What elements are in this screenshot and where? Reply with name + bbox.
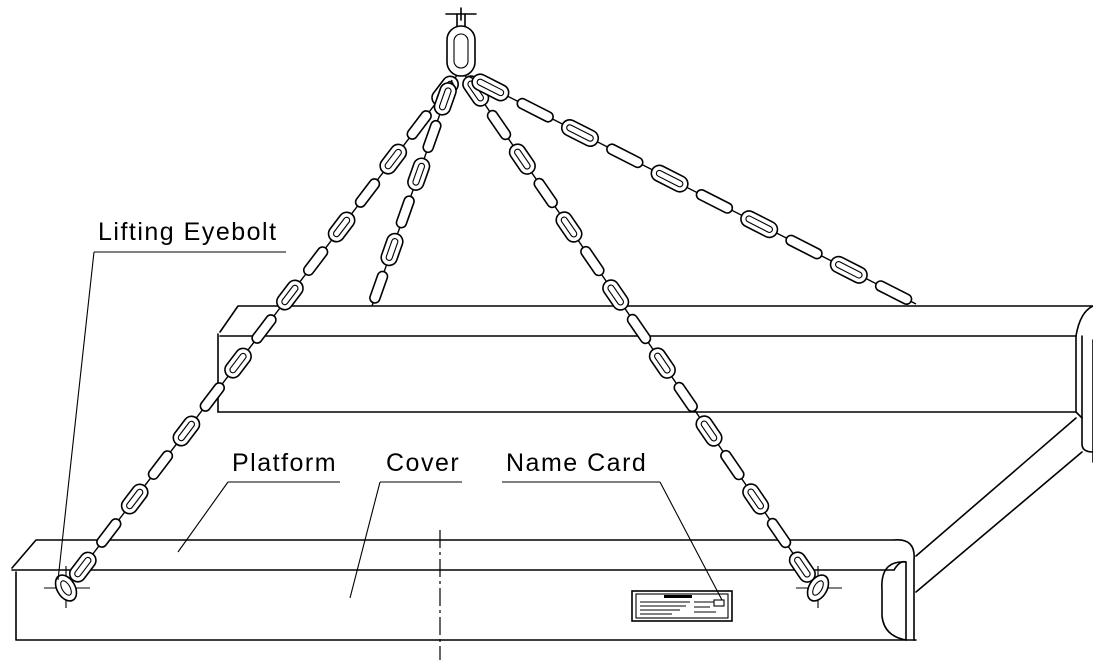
chain-link-inner <box>384 148 402 170</box>
chain-link <box>580 245 605 277</box>
chain-link <box>673 381 698 413</box>
chain-link <box>508 143 536 175</box>
label-lifting-eyebolt: Lifting Eyebolt <box>57 218 286 581</box>
chain-link <box>626 313 652 345</box>
chain-link <box>68 551 97 583</box>
chain-link-inner <box>412 162 426 186</box>
hook-shackle <box>445 7 477 77</box>
chain-link <box>379 143 408 175</box>
chain-link <box>742 483 770 515</box>
chain-link <box>433 82 457 116</box>
chain-link <box>766 517 792 549</box>
svg-text:Lifting Eyebolt: Lifting Eyebolt <box>98 218 278 246</box>
chain-link <box>354 178 381 208</box>
label-name-card: Name Card <box>502 449 723 601</box>
chain-link <box>380 232 404 267</box>
chain-link-inner <box>476 78 505 97</box>
chain-link-inner <box>655 169 684 188</box>
chain-link-inner <box>177 420 196 442</box>
chain-link <box>96 518 122 548</box>
chain-link-inner <box>654 352 671 374</box>
label-cover: Cover <box>349 449 462 599</box>
chain-link-inner <box>385 238 399 261</box>
label-platform: Platform <box>177 449 340 553</box>
chain-link <box>695 189 734 214</box>
chain-link-inner <box>281 284 299 306</box>
chain-wire <box>371 79 453 307</box>
chain-link <box>406 110 432 140</box>
chain-link-inner <box>126 488 144 510</box>
chain-link <box>533 177 558 209</box>
chain-link-inner <box>514 148 531 170</box>
chain-link-inner <box>74 556 92 578</box>
chain-link-inner <box>332 216 351 238</box>
svg-text:Cover: Cover <box>386 449 460 477</box>
chain-link-inner <box>745 215 773 233</box>
chain-link <box>648 347 676 379</box>
chain-link <box>560 118 600 148</box>
chain-link <box>695 415 723 447</box>
chain-link <box>407 157 431 191</box>
rear-platform <box>217 305 1093 593</box>
chain-link-inner <box>835 261 863 279</box>
chain-link <box>874 280 913 305</box>
chain-link <box>720 449 745 481</box>
chain-link <box>327 211 356 243</box>
chain-link <box>555 211 583 243</box>
chain-link <box>650 164 689 193</box>
chain-link <box>785 234 823 260</box>
chain-link <box>302 246 329 276</box>
chain-link <box>516 97 554 123</box>
chain-rear-right <box>467 73 917 305</box>
chain-link <box>602 279 630 311</box>
chain-link <box>147 450 174 480</box>
chain-link <box>606 143 644 169</box>
chain-link-inner <box>438 87 452 111</box>
chain-link <box>422 119 442 154</box>
chain-link <box>276 279 304 311</box>
chain-link <box>829 255 868 284</box>
chain-link-inner <box>700 420 718 442</box>
svg-text:Name Card: Name Card <box>506 449 647 477</box>
chain-link-inner <box>747 488 765 510</box>
chain-link <box>486 109 512 141</box>
chain-link <box>395 195 415 229</box>
chain-link <box>369 270 389 304</box>
name-card-plate <box>631 590 733 622</box>
chain-link <box>471 73 510 102</box>
chain-front-left <box>68 73 459 585</box>
lifting-chains <box>68 73 917 585</box>
chain-link <box>224 347 252 379</box>
eyebolt-right <box>796 566 842 608</box>
chain-link <box>199 382 226 412</box>
chain-link <box>251 314 277 344</box>
chain-front-right <box>462 73 816 585</box>
chain-rear-left <box>369 79 457 307</box>
chain-link <box>740 210 779 239</box>
chain-link <box>120 483 149 515</box>
front-platform <box>11 539 917 641</box>
chain-link-inner <box>566 124 594 142</box>
chain-link-inner <box>794 556 811 578</box>
chain-link-inner <box>607 284 625 306</box>
chain-link <box>172 415 201 447</box>
svg-text:Platform: Platform <box>232 449 337 477</box>
chain-link-inner <box>229 352 247 374</box>
chain-link-inner <box>560 216 578 238</box>
